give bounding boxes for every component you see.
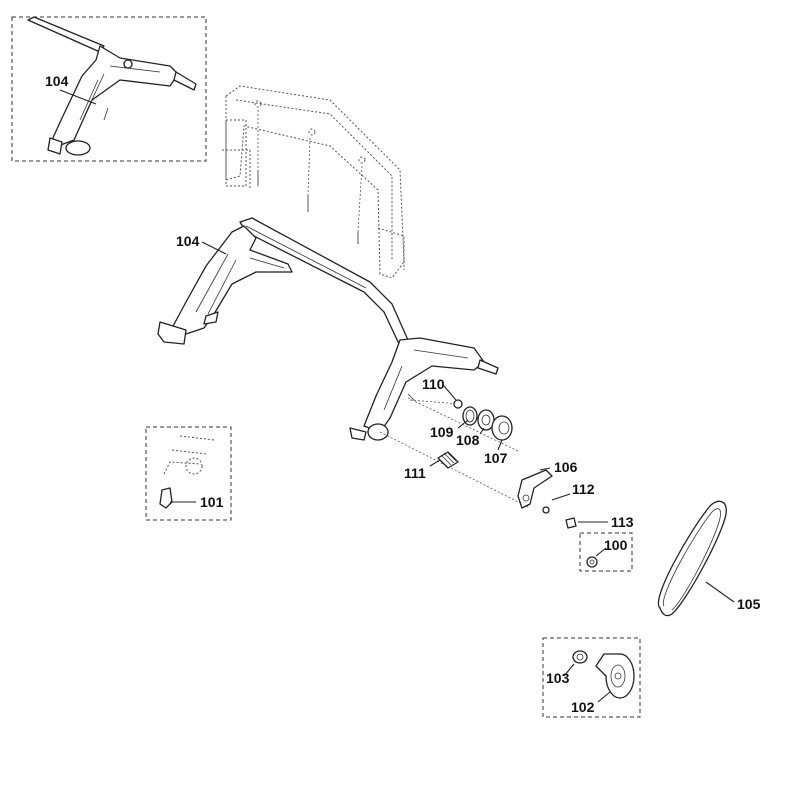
part-102-pulley xyxy=(595,653,635,699)
leader-112 xyxy=(551,493,571,501)
leader-111 xyxy=(429,459,441,467)
inset-box-101 xyxy=(145,426,232,521)
leader-102 xyxy=(597,691,611,703)
leader-105 xyxy=(705,581,735,603)
callout-101: 101 xyxy=(200,494,224,510)
callout-107: 107 xyxy=(484,450,508,466)
inset-box-104 xyxy=(11,16,207,162)
callout-108: 108 xyxy=(456,432,480,448)
handle-bar-main xyxy=(239,217,409,347)
part-105-belt xyxy=(657,500,727,617)
handle-arm-left xyxy=(157,225,293,345)
leader-100 xyxy=(595,547,607,557)
leader-106 xyxy=(539,467,551,471)
callout-106: 106 xyxy=(554,459,578,475)
leader-110 xyxy=(443,385,457,401)
part-111-spring xyxy=(437,451,459,469)
inset-border xyxy=(579,532,633,572)
callout-labels: 104 104 110 109 108 107 106 111 112 113 … xyxy=(45,73,761,715)
leader-109 xyxy=(457,419,469,429)
assembly-guide-lines xyxy=(379,397,531,509)
callout-100: 100 xyxy=(604,537,628,553)
callout-104-main: 104 xyxy=(176,233,200,249)
callout-104-inset: 104 xyxy=(45,73,69,89)
callout-113: 113 xyxy=(611,514,634,530)
ghost-frame-bracket xyxy=(222,85,405,279)
callout-111: 111 xyxy=(404,465,426,481)
inset-box-102-103 xyxy=(542,637,641,718)
inset-border xyxy=(542,637,641,718)
inset-border xyxy=(11,16,207,162)
callout-105: 105 xyxy=(737,596,761,612)
leader-104-inset xyxy=(59,89,97,105)
inset-box-100 xyxy=(579,532,633,572)
part-113-nut xyxy=(565,517,577,529)
part-107-roller xyxy=(491,415,513,441)
part-103-washer xyxy=(572,650,588,664)
leader-104-main xyxy=(201,241,227,255)
part-110-washer xyxy=(453,399,463,409)
callout-109: 109 xyxy=(430,424,454,440)
leader-lines xyxy=(59,89,735,703)
part-106-lever xyxy=(517,469,553,509)
callout-110: 110 xyxy=(422,376,445,392)
callout-102: 102 xyxy=(571,699,595,715)
leader-108 xyxy=(479,427,485,435)
callout-103: 103 xyxy=(546,670,570,686)
inset-border xyxy=(145,426,232,521)
callout-112: 112 xyxy=(572,481,595,497)
leader-103 xyxy=(563,663,575,677)
part-112-washer xyxy=(542,506,550,514)
handle-arm-inset xyxy=(27,16,197,156)
handle-arm-right xyxy=(349,337,499,441)
leader-107 xyxy=(497,439,503,451)
